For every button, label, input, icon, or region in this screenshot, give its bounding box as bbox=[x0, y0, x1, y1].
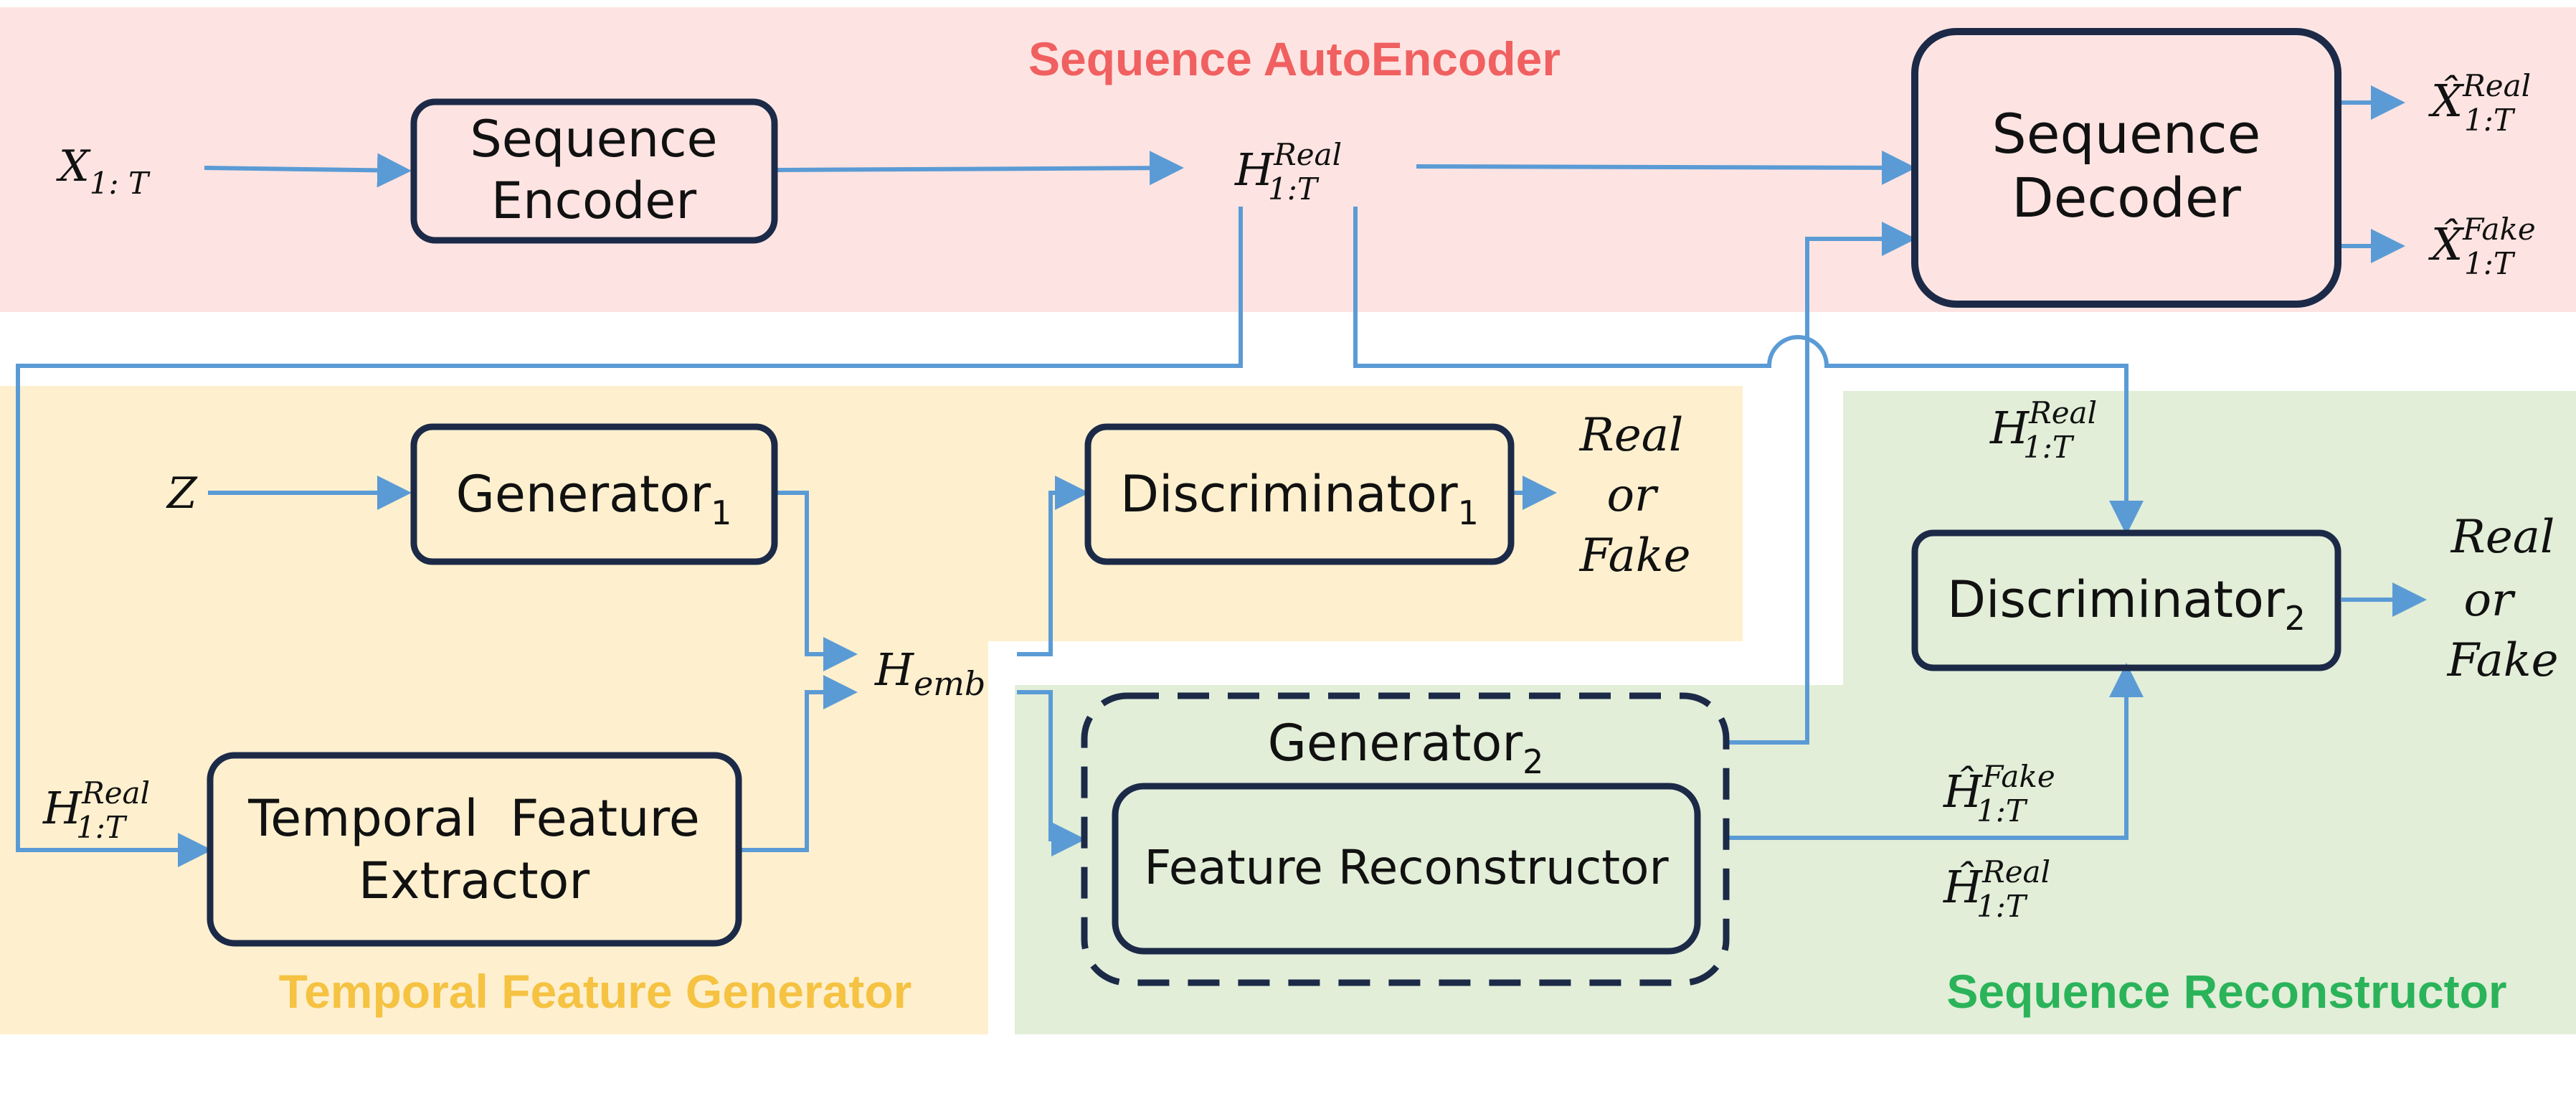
arrow-hreal-to-decoder bbox=[1416, 150, 1916, 185]
generator2-label: Generator2 bbox=[1268, 714, 1544, 781]
sequence-encoder-line2: Encoder bbox=[491, 171, 696, 230]
discriminator2-label: Discriminator2 bbox=[1947, 570, 2306, 638]
arrow-generator1-to-hemb bbox=[777, 491, 858, 671]
discriminator1-block: Discriminator1 bbox=[1084, 423, 1515, 565]
d2-output-or: or bbox=[2463, 574, 2516, 627]
generator1-label: Generator1 bbox=[456, 465, 732, 532]
discriminator2-output: Real or Fake bbox=[2447, 511, 2559, 687]
discriminator1-label: Discriminator1 bbox=[1120, 465, 1479, 532]
tfe-line1: Temporal Feature bbox=[247, 789, 700, 848]
x-input-symbol: X1: T bbox=[56, 141, 151, 201]
arrow-feature-reconstructor-to-discriminator2 bbox=[1727, 663, 2144, 840]
discriminator1-output: Real or Fake bbox=[1579, 409, 1691, 582]
generator1-block: Generator1 bbox=[410, 423, 778, 565]
d2-output-fake: Fake bbox=[2447, 634, 2559, 687]
feature-reconstructor-block: Feature Reconstructor bbox=[1112, 783, 1701, 955]
arrow-hemb-to-discriminator1 bbox=[1017, 476, 1089, 656]
arrow-tfe-to-hemb bbox=[741, 675, 858, 852]
sequence-encoder-line1: Sequence bbox=[470, 110, 717, 169]
temporal-title: Temporal Feature Generator bbox=[279, 965, 912, 1018]
z-symbol: Z bbox=[166, 468, 198, 519]
arrow-x-to-encoder bbox=[204, 153, 412, 188]
d1-output-or: or bbox=[1606, 469, 1659, 522]
reconstructor-region-upper bbox=[1843, 391, 2576, 685]
d1-output-real: Real bbox=[1579, 409, 1684, 462]
tfe-line2: Extractor bbox=[359, 851, 590, 910]
sequence-decoder-block: Sequence Decoder bbox=[1911, 28, 2341, 308]
d2-output-real: Real bbox=[2450, 511, 2555, 564]
feature-reconstructor-label: Feature Reconstructor bbox=[1144, 840, 1669, 895]
autoencoder-title: Sequence AutoEncoder bbox=[1028, 32, 1561, 85]
d1-output-fake: Fake bbox=[1579, 529, 1691, 582]
autoencoder-region bbox=[0, 7, 2576, 312]
temporal-feature-extractor-block: Temporal Feature Extractor bbox=[207, 752, 742, 947]
sequence-decoder-line1: Sequence bbox=[1992, 102, 2261, 166]
arrow-hemb-to-generator2 bbox=[1017, 690, 1086, 856]
arrow-generator2-to-decoder bbox=[1727, 222, 1916, 745]
generator2-group: Generator2 bbox=[1081, 692, 1730, 986]
reconstructor-title: Sequence Reconstructor bbox=[1946, 965, 2506, 1018]
arrow-encoder-to-hreal bbox=[776, 151, 1184, 186]
sequence-encoder-block: Sequence Encoder bbox=[410, 98, 778, 244]
arrow-hreal-to-discriminator2 bbox=[1353, 207, 2144, 535]
h-emb-symbol: Hemb bbox=[874, 643, 985, 703]
arrow-hreal-to-tfe bbox=[16, 207, 1243, 867]
discriminator2-block: Discriminator2 bbox=[1911, 529, 2341, 671]
sequence-decoder-line2: Decoder bbox=[2012, 166, 2242, 230]
